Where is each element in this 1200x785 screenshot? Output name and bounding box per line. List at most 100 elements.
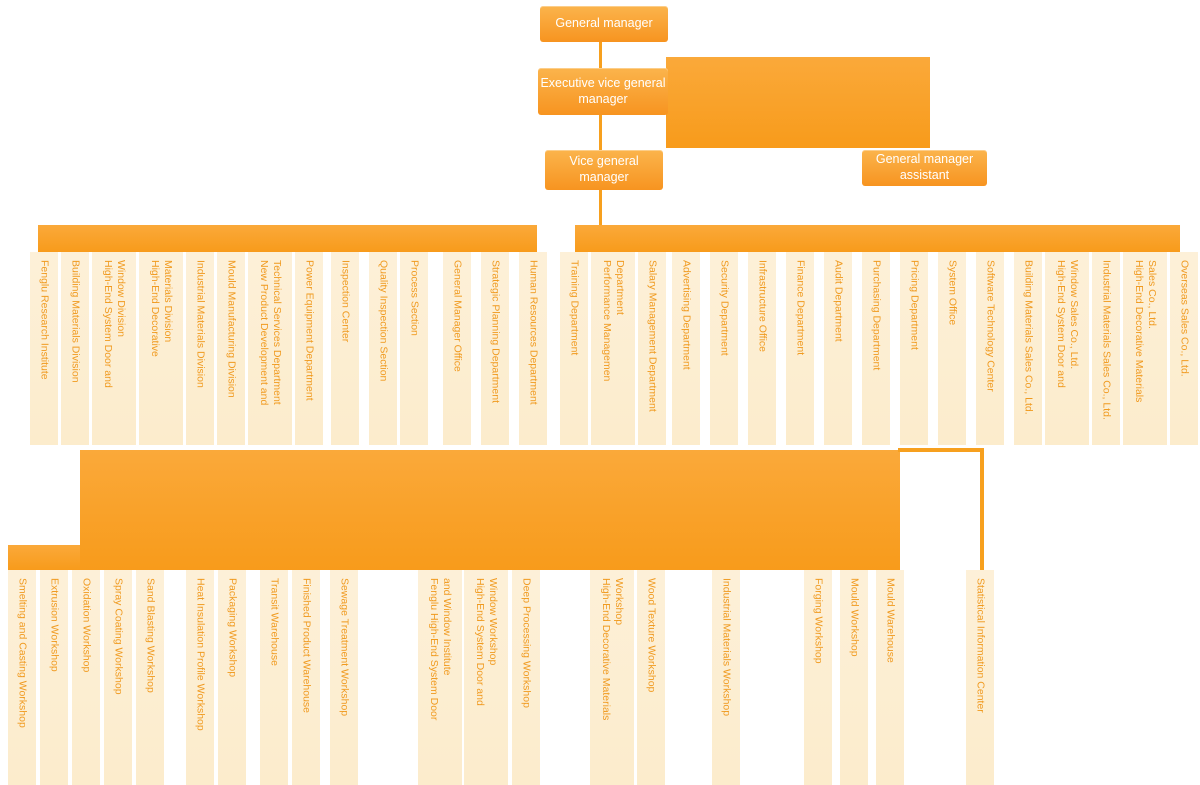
- org-unit-label: Sand Blasting Workshop: [144, 578, 157, 693]
- org-unit-box: Overseas Sales Co., Ltd.: [1170, 252, 1198, 445]
- connector-statistical-horizontal: [898, 448, 984, 452]
- org-unit-label: High-End Decorative Materials Workshop: [600, 578, 625, 721]
- org-unit-box: Performance Managemen Department: [591, 252, 635, 445]
- node-general-manager-label: General manager: [555, 16, 653, 31]
- org-unit-label: Fenglu High-End System Door and Window I…: [428, 578, 453, 721]
- org-unit-box: High-End System Door and Window Division: [92, 252, 136, 445]
- org-unit-label: Advertising Department: [680, 260, 693, 370]
- org-unit-label: Oxidation Workshop: [80, 578, 93, 673]
- org-unit-box: Deep Processing Workshop: [512, 570, 540, 785]
- org-unit-label: Purchasing Department: [870, 260, 883, 371]
- org-unit-box: Security Department: [710, 252, 738, 445]
- org-unit-label: Audit Department: [832, 260, 845, 342]
- org-unit-label: Pricing Department: [908, 260, 921, 350]
- org-unit-label: Deep Processing Workshop: [520, 578, 533, 708]
- org-unit-box: High-End System Door and Window Sales Co…: [1045, 252, 1089, 445]
- node-executive-vice-general-manager: Executive vice general manager: [538, 68, 668, 115]
- node-vice-general-manager: Vice general manager: [545, 150, 663, 190]
- org-unit-box: Process Section: [400, 252, 428, 445]
- org-unit-box: Inspection Center: [331, 252, 359, 445]
- org-unit-label: Mould Manufacturing Division: [225, 260, 238, 398]
- org-unit-label: Packaging Workshop: [226, 578, 239, 678]
- org-unit-label: Software Technology Center: [984, 260, 997, 392]
- org-unit-label: Sewage Treatment Workshop: [338, 578, 351, 717]
- org-unit-box: Fenglu Research Institute: [30, 252, 58, 445]
- org-unit-box: Audit Department: [824, 252, 852, 445]
- org-unit-label: General Manager Office: [451, 260, 464, 372]
- connector-statistical-vertical: [980, 448, 984, 572]
- org-unit-label: Heat Insulation Profile Workshop: [194, 578, 207, 731]
- org-unit-label: Transit Warehouse: [268, 578, 281, 666]
- org-unit-box: Heat Insulation Profile Workshop: [186, 570, 214, 785]
- org-unit-label: System Office: [946, 260, 959, 326]
- node-general-manager-assistant: General manager assistant: [862, 150, 987, 186]
- connector-evgm-to-vgm: [599, 115, 602, 150]
- org-unit-box: Wood Texture Workshop: [637, 570, 665, 785]
- connector-block-workshops: [80, 450, 900, 570]
- org-unit-box: Sewage Treatment Workshop: [330, 570, 358, 785]
- org-unit-box: Mould Workshop: [840, 570, 868, 785]
- org-unit-box: Forging Workshop: [804, 570, 832, 785]
- org-unit-label: Mould Warehouse: [884, 578, 897, 663]
- org-unit-label: Spray Coating Workshop: [112, 578, 125, 695]
- org-unit-box: Building Materials Sales Co., Ltd.: [1014, 252, 1042, 445]
- org-unit-label: Inspection Center: [339, 260, 352, 343]
- org-unit-label: Fenglu Research Institute: [38, 260, 51, 380]
- org-unit-label: Finance Department: [794, 260, 807, 356]
- org-unit-box: New Product Development and Technical Se…: [248, 252, 292, 445]
- org-unit-box: Purchasing Department: [862, 252, 890, 445]
- org-unit-box: Strategic Planning Department: [481, 252, 509, 445]
- org-unit-box: Mould Manufacturing Division: [217, 252, 245, 445]
- org-unit-box: Finance Department: [786, 252, 814, 445]
- org-unit-box: Advertising Department: [672, 252, 700, 445]
- connector-bar-left: [38, 225, 537, 252]
- org-unit-label: New Product Development and Technical Se…: [258, 260, 283, 406]
- org-unit-box: Pricing Department: [900, 252, 928, 445]
- org-unit-box: Infrastructure Office: [748, 252, 776, 445]
- org-unit-box: Finished Product Warehouse: [292, 570, 320, 785]
- org-unit-box: Smelting and Casting Workshop: [8, 570, 36, 785]
- org-unit-box: System Office: [938, 252, 966, 445]
- org-unit-box: Training Department: [560, 252, 588, 445]
- org-unit-label: Process Section: [408, 260, 421, 336]
- org-unit-label: Forging Workshop: [812, 578, 825, 664]
- org-unit-box: Industrial Materials Workshop: [712, 570, 740, 785]
- connector-block-top-right: [666, 57, 930, 148]
- org-unit-label: Industrial Materials Workshop: [720, 578, 733, 717]
- org-unit-label: Industrial Materials Sales Co., Ltd.: [1100, 260, 1113, 420]
- org-unit-label: Industrial Materials Division: [194, 260, 207, 388]
- org-unit-box: Fenglu High-End System Door and Window I…: [418, 570, 462, 785]
- org-unit-label: Building Materials Division: [69, 260, 82, 383]
- org-unit-label: Human Resources Department: [527, 260, 540, 405]
- org-unit-box: High-End Decorative Materials Division: [139, 252, 183, 445]
- org-unit-label: Strategic Planning Department: [489, 260, 502, 403]
- org-unit-label: High-End Decorative Materials Sales Co.,…: [1133, 260, 1158, 403]
- org-unit-box: Sand Blasting Workshop: [136, 570, 164, 785]
- connector-block-workshops-left-foot: [8, 545, 80, 570]
- connector-gm-to-evgm: [599, 42, 602, 68]
- org-unit-box: Industrial Materials Division: [186, 252, 214, 445]
- node-general-manager-assistant-label: General manager assistant: [875, 152, 974, 182]
- org-unit-box: Oxidation Workshop: [72, 570, 100, 785]
- node-vice-general-manager-label: Vice general manager: [569, 154, 639, 184]
- org-unit-label: Overseas Sales Co., Ltd.: [1178, 260, 1191, 377]
- org-unit-box: High-End Decorative Materials Workshop: [590, 570, 634, 785]
- org-unit-label: Building Materials Sales Co., Ltd.: [1022, 260, 1035, 415]
- org-unit-box: High-End System Door and Window Workshop: [464, 570, 508, 785]
- org-unit-label: High-End System Door and Window Division: [102, 260, 127, 388]
- org-unit-label: Mould Workshop: [848, 578, 861, 657]
- org-unit-label: Extrusion Workshop: [48, 578, 61, 672]
- org-unit-label: Infrastructure Office: [756, 260, 769, 353]
- org-unit-label: Smelting and Casting Workshop: [16, 578, 29, 728]
- org-unit-label: High-End System Door and Window Sales Co…: [1055, 260, 1080, 388]
- org-unit-box: Salary Management Department: [638, 252, 666, 445]
- org-unit-label: Statistical Information Center: [974, 578, 987, 713]
- org-unit-label: Security Department: [718, 260, 731, 356]
- node-general-manager: General manager: [540, 6, 668, 42]
- org-unit-box: Mould Warehouse: [876, 570, 904, 785]
- org-unit-box: Transit Warehouse: [260, 570, 288, 785]
- org-unit-box: Industrial Materials Sales Co., Ltd.: [1092, 252, 1120, 445]
- org-unit-box: Software Technology Center: [976, 252, 1004, 445]
- org-unit-label: Salary Management Department: [646, 260, 659, 412]
